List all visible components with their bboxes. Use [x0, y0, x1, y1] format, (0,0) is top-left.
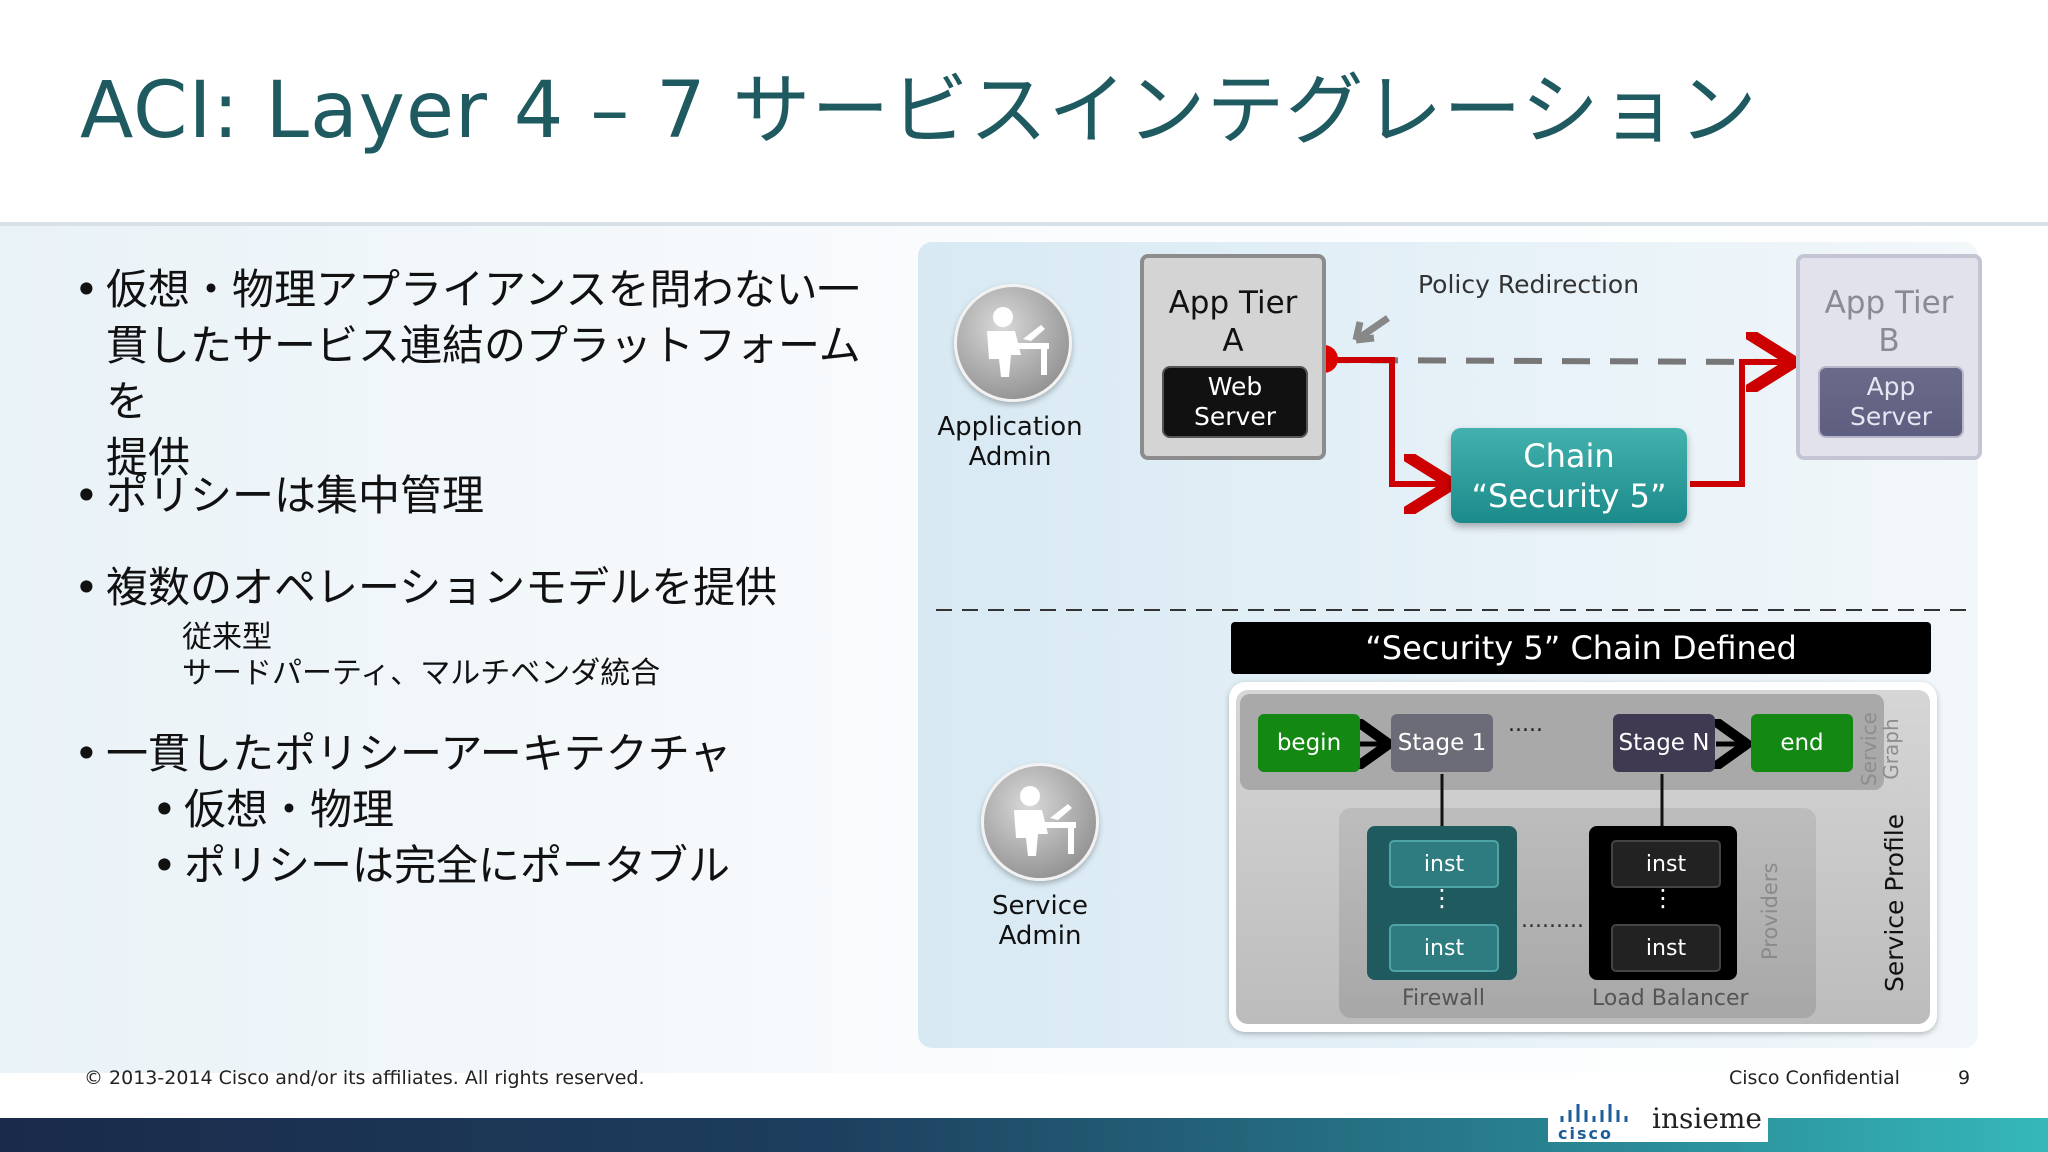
- node-begin: begin: [1258, 714, 1360, 772]
- security-chain-box: Chain “Security 5”: [1451, 428, 1687, 523]
- providers-label: Providers: [1758, 862, 1782, 960]
- cisco-bars-icon: [1560, 1104, 1628, 1122]
- redirect-path-in: [1324, 357, 1446, 484]
- firewall-inst: inst: [1389, 924, 1499, 972]
- load-balancer-inst: inst: [1611, 840, 1721, 888]
- chain-defined-header: “Security 5” Chain Defined: [1231, 622, 1931, 674]
- app-server: App Server: [1818, 366, 1964, 438]
- web-server: Web Server: [1162, 366, 1308, 438]
- slide-title: ACI: Layer 4 – 7 サービスインテグレーション: [80, 66, 1758, 156]
- insieme-logo: insieme: [1652, 1102, 1763, 1135]
- bullet-text: 複数のオペレーションモデルを提供: [106, 563, 778, 612]
- sub-bullet-text: 仮想・物理: [184, 785, 395, 834]
- chain-label: Chain: [1523, 436, 1615, 475]
- bullet-item: • ポリシーは集中管理: [70, 468, 484, 524]
- confidential-label: Cisco Confidential: [1729, 1067, 1900, 1089]
- app-tier-b: App Tier B App Server: [1796, 254, 1982, 460]
- provider-ellipsis: .........: [1521, 908, 1584, 933]
- load-balancer-label: Load Balancer: [1592, 986, 1749, 1011]
- sub-bullet-text: ポリシーは完全にポータブル: [184, 841, 731, 890]
- vertical-ellipsis: ⋮: [1430, 884, 1454, 912]
- bullet-dot: •: [152, 841, 177, 890]
- graph-ellipsis: .....: [1508, 712, 1543, 737]
- load-balancer-inst: inst: [1611, 924, 1721, 972]
- sub-text: 従来型: [182, 620, 272, 655]
- node-end: end: [1751, 714, 1853, 772]
- cisco-logo: cisco: [1558, 1124, 1613, 1143]
- application-admin-icon: [954, 284, 1072, 402]
- firewall-inst: inst: [1389, 840, 1499, 888]
- policy-dashed-line: [1321, 357, 1771, 365]
- node-stage-1: Stage 1: [1391, 714, 1493, 772]
- sub-bullet: • ポリシーは完全にポータブル: [152, 838, 730, 894]
- app-tier-b-name: App Tier B: [1824, 285, 1954, 359]
- bullet-dot: •: [74, 563, 99, 612]
- service-admin-label: Service Admin: [991, 891, 1089, 951]
- bullet-dot: •: [74, 729, 99, 778]
- policy-redirection-label: Policy Redirection: [1418, 270, 1640, 299]
- service-graph-label: Service Graph: [1857, 712, 1903, 786]
- redirect-path-out: [1690, 362, 1788, 487]
- bullet-text: 一貫したポリシーアーキテクチャ: [106, 729, 732, 778]
- bullet-item: • 一貫したポリシーアーキテクチャ: [70, 726, 731, 782]
- firewall-label: Firewall: [1402, 986, 1485, 1011]
- sub-text: サードパーティ、マルチベンダ統合: [182, 656, 661, 691]
- service-admin-icon: [981, 763, 1099, 881]
- app-tier-a-name: App Tier A: [1168, 285, 1298, 359]
- chain-name: “Security 5”: [1471, 476, 1667, 515]
- application-admin-label: Application Admin: [937, 412, 1083, 472]
- bullet-dot: •: [74, 265, 99, 314]
- vertical-ellipsis: ⋮: [1651, 884, 1675, 912]
- app-tier-a: App Tier A Web Server: [1140, 254, 1326, 460]
- firewall-box: inst ⋮ inst: [1367, 826, 1517, 980]
- service-profile-label: Service Profile: [1880, 813, 1909, 992]
- partner-logos: cisco insieme: [1548, 1100, 1768, 1143]
- bullet-text: 仮想・物理アプライアンスを問わない一 貫したサービス連結のプラットフォームを 提…: [106, 265, 861, 482]
- bullet-dot: •: [74, 471, 99, 520]
- bullet-dot: •: [152, 785, 177, 834]
- copyright-notice: © 2013-2014 Cisco and/or its affiliates.…: [84, 1067, 645, 1089]
- node-stage-n: Stage N: [1613, 714, 1715, 772]
- sub-bullet: • 仮想・物理: [152, 782, 394, 838]
- page-number: 9: [1958, 1067, 1971, 1089]
- bullet-item: • 複数のオペレーションモデルを提供: [70, 560, 777, 616]
- bullet-item: • 仮想・物理アプライアンスを問わない一 貫したサービス連結のプラットフォームを…: [70, 262, 900, 486]
- load-balancer-box: inst ⋮ inst: [1589, 826, 1737, 980]
- bullet-text: ポリシーは集中管理: [106, 471, 485, 520]
